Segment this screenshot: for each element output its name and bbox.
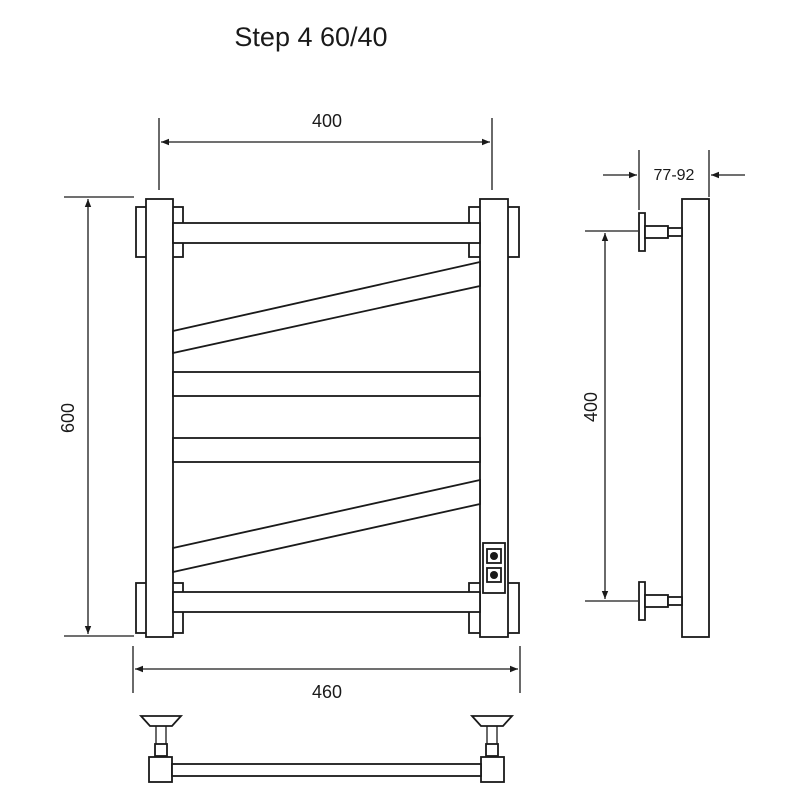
dimension-height: 600 — [58, 196, 134, 637]
side-view — [638, 198, 710, 638]
drawing-title: Step 4 60/40 — [234, 22, 387, 52]
lower-wall-connector — [638, 581, 683, 621]
dimension-label-wall-offset: 77-92 — [654, 167, 695, 184]
dimension-label-overall-width: 460 — [312, 682, 342, 702]
dimension-label-height: 600 — [58, 403, 78, 433]
bottom-rung — [172, 591, 481, 613]
upper-wall-connector — [638, 212, 683, 252]
front-view — [135, 198, 520, 638]
side-stile — [681, 198, 710, 638]
heating-control-box — [482, 542, 506, 594]
dimension-top-width: 400 — [158, 111, 493, 190]
dimension-label-top-width: 400 — [312, 111, 342, 131]
bottom-view — [138, 715, 515, 783]
dimension-wall-offset: 77-92 — [603, 150, 745, 210]
diagonal-rung-lower — [172, 478, 481, 574]
dimension-overall-width: 460 — [132, 646, 521, 702]
horizontal-rung-2 — [172, 437, 481, 463]
dimension-label-connection-spacing: 400 — [581, 392, 601, 422]
left-stile — [135, 198, 184, 638]
dimension-connection-spacing: 400 — [581, 230, 638, 602]
top-rung — [172, 222, 481, 244]
diagonal-rung-upper — [172, 260, 481, 355]
horizontal-rung-1 — [172, 371, 481, 397]
